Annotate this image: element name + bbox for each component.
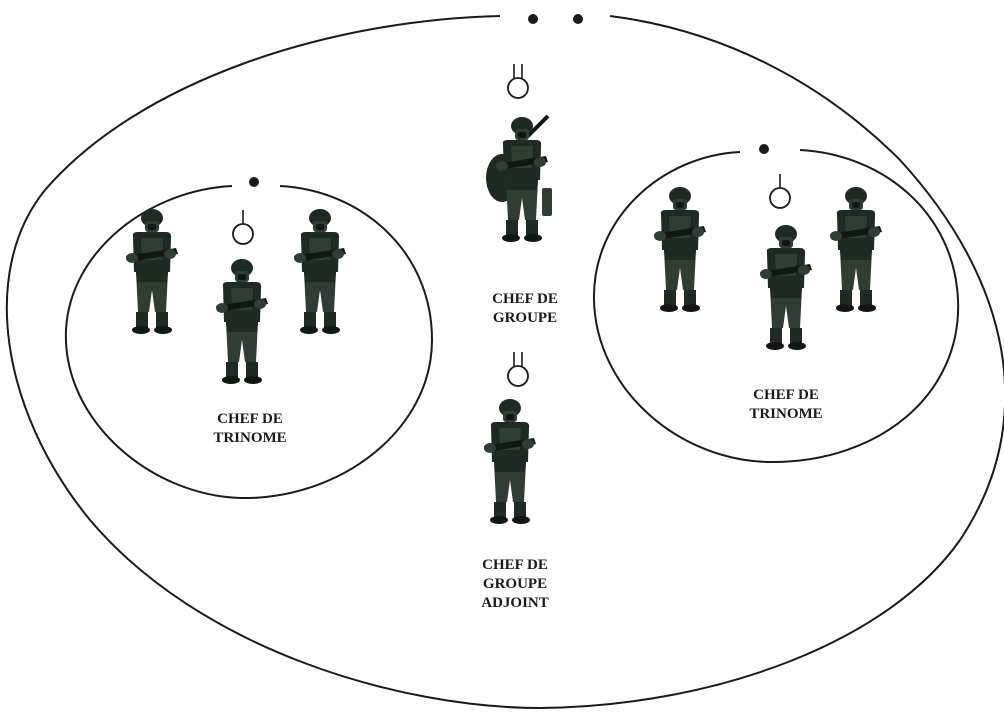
label-chef-de-groupe-adjoint: CHEF DE GROUPE ADJOINT [481,556,549,613]
rank-symbol-icon [508,64,528,98]
outer-gap-dot [528,14,538,24]
soldier-icon [484,399,536,524]
soldier-icon [294,209,346,334]
outer-gap-dot [573,14,583,24]
soldier-icon [830,187,882,312]
rank-symbol-icon [508,352,528,386]
soldier-icon [216,259,268,384]
right-gap-dot [759,144,769,154]
rank-symbol-icon [770,174,790,208]
label-chef-de-trinome-left: CHEF DE TRINOME [213,410,286,448]
rank-symbol-icon [233,210,253,244]
soldier-icon [486,116,552,242]
soldier-icon [654,187,706,312]
label-chef-de-trinome-right: CHEF DE TRINOME [749,386,822,424]
soldier-icon [126,209,178,334]
left-gap-dot [249,177,259,187]
soldier-icon [760,225,812,350]
label-chef-de-groupe: CHEF DE GROUPE [492,290,558,328]
